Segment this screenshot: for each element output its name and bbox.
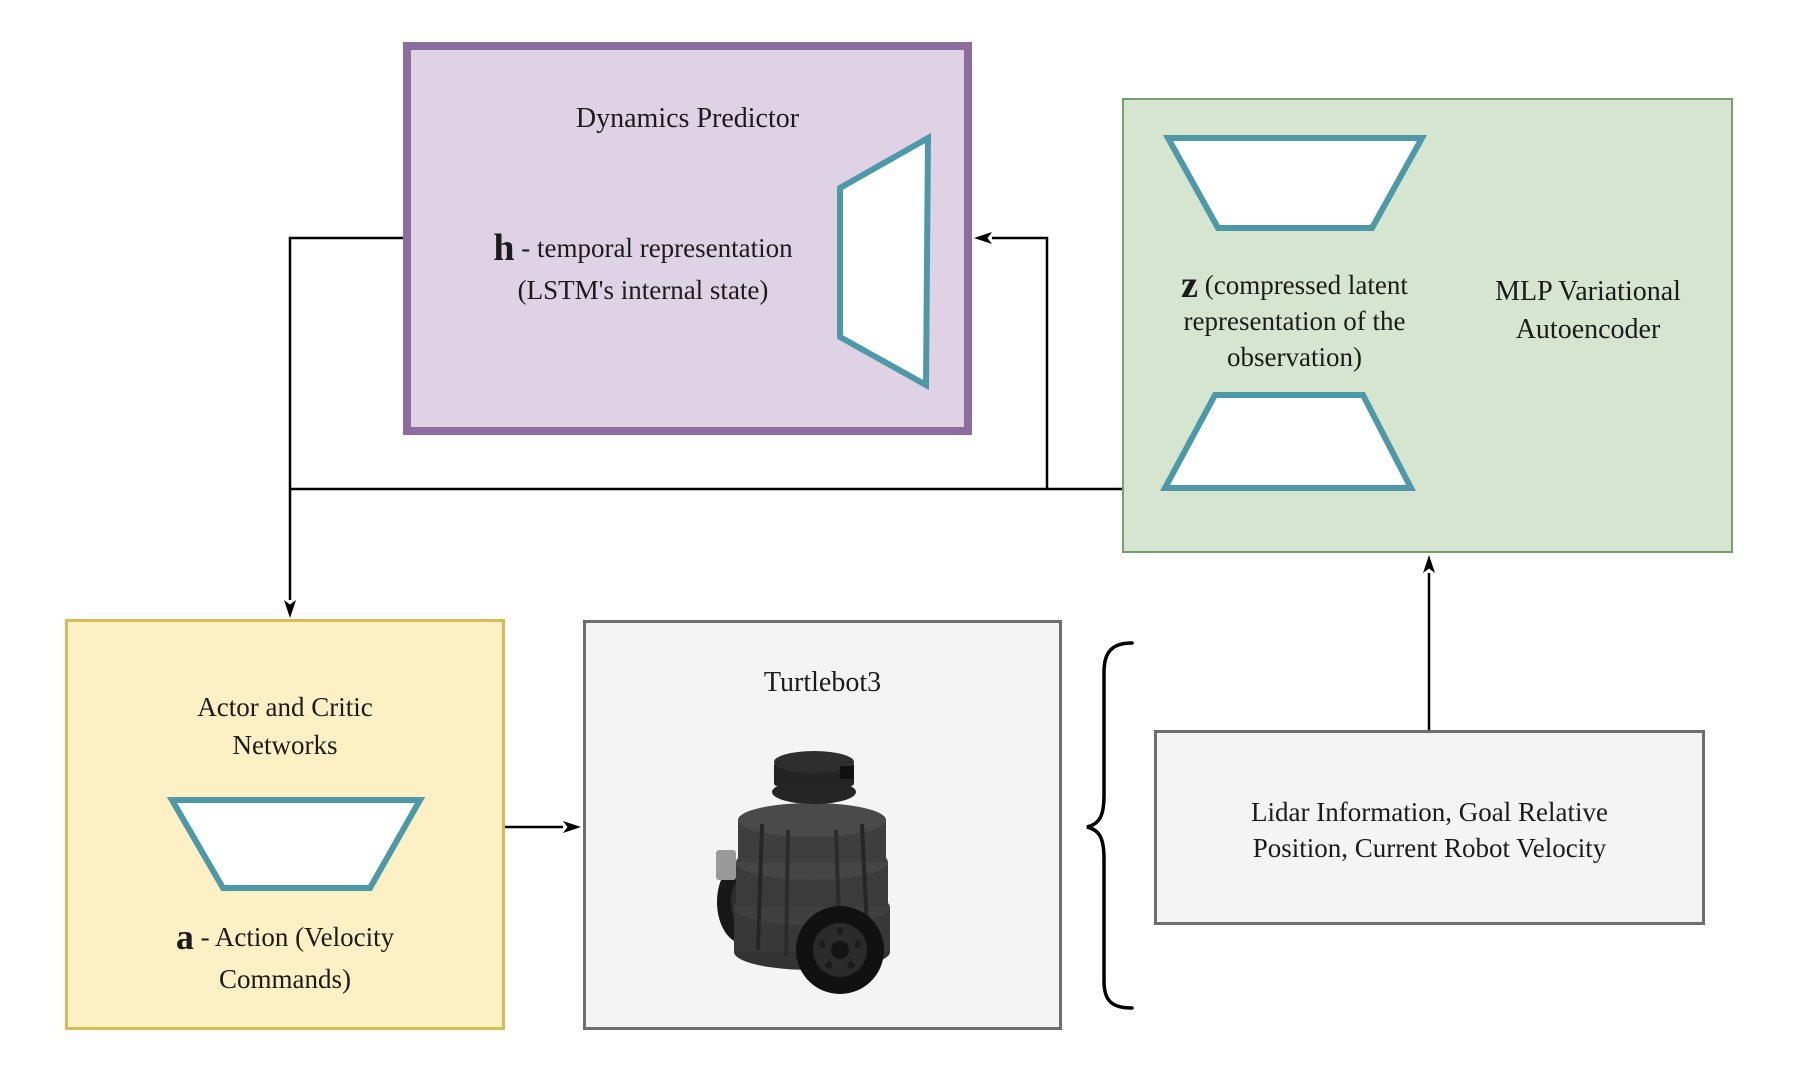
actor-trapezoid-icon: [166, 797, 426, 891]
dynamics-predictor-title: Dynamics Predictor: [575, 103, 800, 134]
z-symbol: z: [1181, 264, 1198, 306]
observation-description: Lidar Information, Goal Relative Positio…: [1251, 797, 1608, 863]
actor-critic-title: Actor and Critic Networks: [197, 692, 373, 760]
arrow-z-to-dynamics: [974, 232, 1049, 489]
action-description: a - Action (Velocity Commands): [175, 917, 395, 994]
a-symbol: a: [175, 917, 194, 957]
observation-box: [1154, 730, 1705, 925]
arrow-h-to-actor: [284, 236, 403, 618]
turtlebot3-robot-image: [716, 751, 890, 994]
turtlebot-title: Turtlebot3: [763, 667, 882, 698]
vae-encoder-trapezoid-icon: [1162, 135, 1428, 231]
robot-lidar-top: [774, 751, 854, 773]
vae-title: MLP Variational Autoencoder: [1495, 276, 1681, 345]
latent-z-description: z (compressed latent representation of t…: [1181, 264, 1408, 372]
dynamics-predictor-description: h - temporal representation (LSTM's inte…: [493, 227, 793, 305]
h-symbol: h: [493, 227, 515, 269]
curly-brace-icon: [1086, 641, 1134, 1010]
vae-decoder-trapezoid-icon: [1159, 392, 1416, 491]
lstm-trapezoid-icon: [837, 132, 932, 391]
robot-side-tab: [716, 850, 736, 880]
